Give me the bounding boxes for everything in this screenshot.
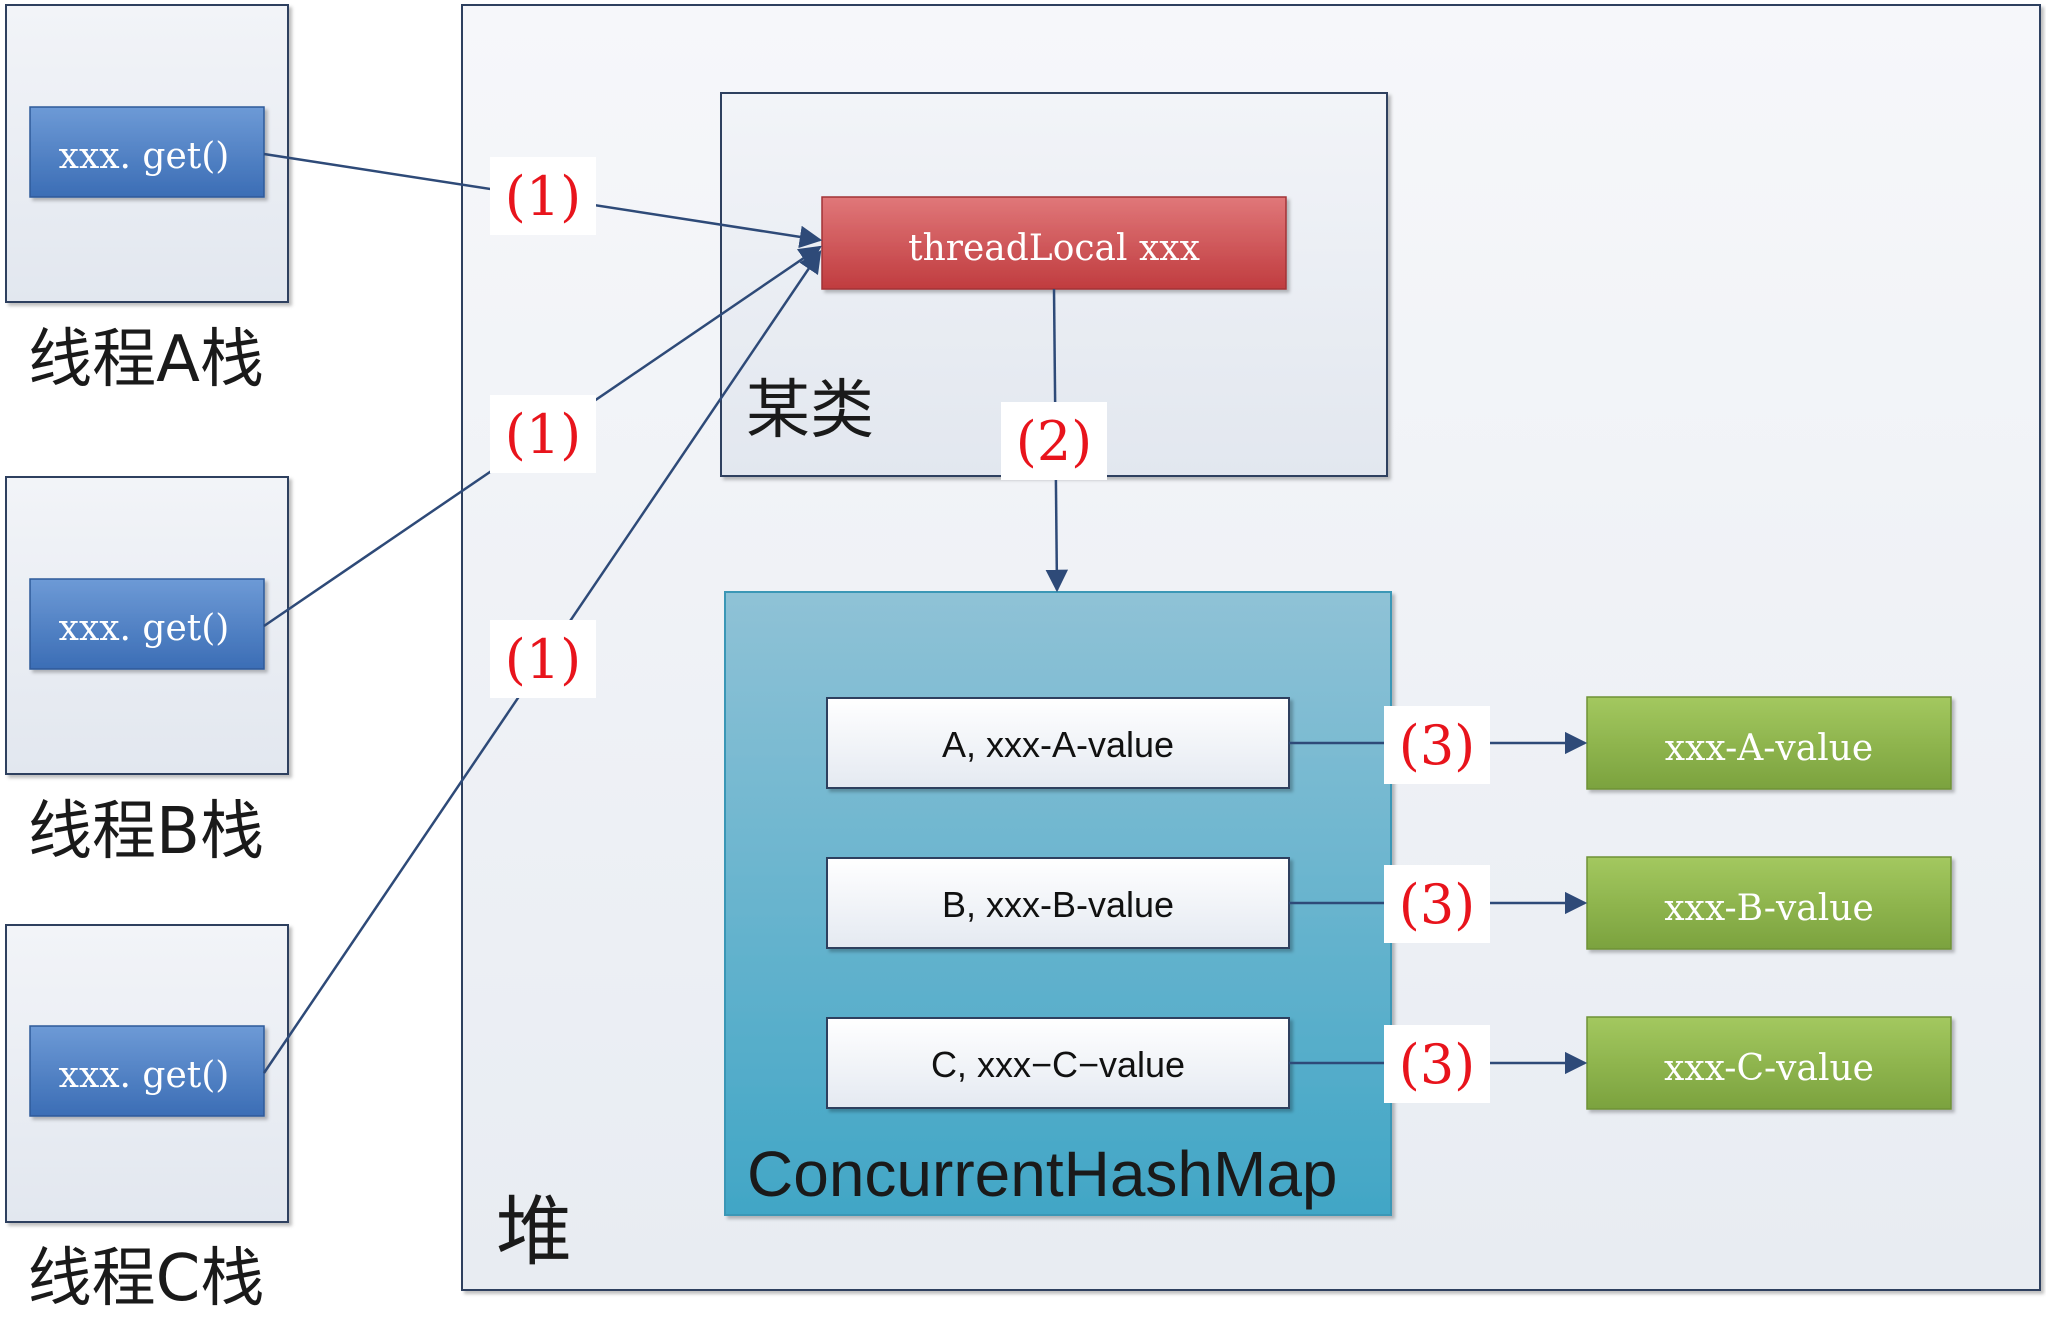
map-key-box-b: [826, 857, 1290, 949]
value-a: xxx-A-value: [1586, 696, 1952, 790]
step-label-bg: [1384, 1025, 1490, 1103]
value-label-a: xxx-A-value: [1665, 728, 1873, 769]
map-key-label-a: A, xxx-A-value: [942, 724, 1174, 765]
threadlocal-field-label: threadLocal xxx: [908, 228, 1200, 269]
map-key-box-c: [826, 1017, 1290, 1109]
step-label-text: (3): [1399, 1033, 1476, 1096]
step-label-2: (2): [1001, 402, 1107, 480]
thread-a-caption: 线程A栈: [28, 323, 264, 397]
value-box-b: [1586, 856, 1952, 950]
thread-b-stack: xxx. get() 线程B栈: [5, 476, 289, 869]
thread-c-caption: 线程C栈: [28, 1242, 265, 1316]
thread-b-caption: 线程B栈: [28, 795, 264, 869]
step-label-text: (1): [505, 628, 582, 691]
value-c: xxx-C-value: [1586, 1016, 1952, 1110]
step-label-bg: [490, 620, 596, 698]
value-label-b: xxx-B-value: [1664, 888, 1874, 929]
step-label-text: (1): [505, 165, 582, 228]
step-label-1-a: (1): [490, 157, 596, 235]
heap-label: 堆: [496, 1187, 572, 1276]
step-label-text: (1): [505, 403, 582, 466]
step-label-bg: [1384, 706, 1490, 784]
step-label-bg: [1001, 402, 1107, 480]
thread-a-stack: xxx. get() 线程A栈: [5, 4, 289, 397]
thread-a-call-label: xxx. get(): [59, 136, 230, 177]
step-label-bg: [490, 157, 596, 235]
thread-a-call-box: [29, 106, 265, 198]
step-label-1-b: (1): [490, 395, 596, 473]
map-entry-b: B, xxx-B-value: [826, 857, 1290, 949]
step-label-text: (3): [1399, 873, 1476, 936]
value-b: xxx-B-value: [1586, 856, 1952, 950]
thread-c-call-label: xxx. get(): [59, 1055, 230, 1096]
value-label-c: xxx-C-value: [1664, 1048, 1874, 1089]
step-label-bg: [1384, 865, 1490, 943]
step-label-bg: [490, 395, 596, 473]
some-class-label: 某类: [746, 374, 874, 448]
step-label-3-b: (3): [1384, 865, 1490, 943]
step-label-3-a: (3): [1384, 706, 1490, 784]
thread-b-call-label: xxx. get(): [59, 608, 230, 649]
map-key-label-b: B, xxx-B-value: [942, 884, 1174, 925]
map-entry-c: C, xxx−C−value: [826, 1017, 1290, 1109]
thread-b-call-box: [29, 578, 265, 670]
step-label-3-c: (3): [1384, 1025, 1490, 1103]
map-entry-a: A, xxx-A-value: [826, 697, 1290, 789]
concurrent-hash-map-label: ConcurrentHashMap: [747, 1138, 1338, 1210]
value-box-a: [1586, 696, 1952, 790]
step-label-1-c: (1): [490, 620, 596, 698]
map-key-label-c: C, xxx−C−value: [931, 1044, 1185, 1085]
thread-c-call-box: [29, 1025, 265, 1117]
step-label-text: (3): [1399, 714, 1476, 777]
step-label-text: (2): [1016, 410, 1093, 473]
thread-c-stack: xxx. get() 线程C栈: [5, 924, 289, 1316]
